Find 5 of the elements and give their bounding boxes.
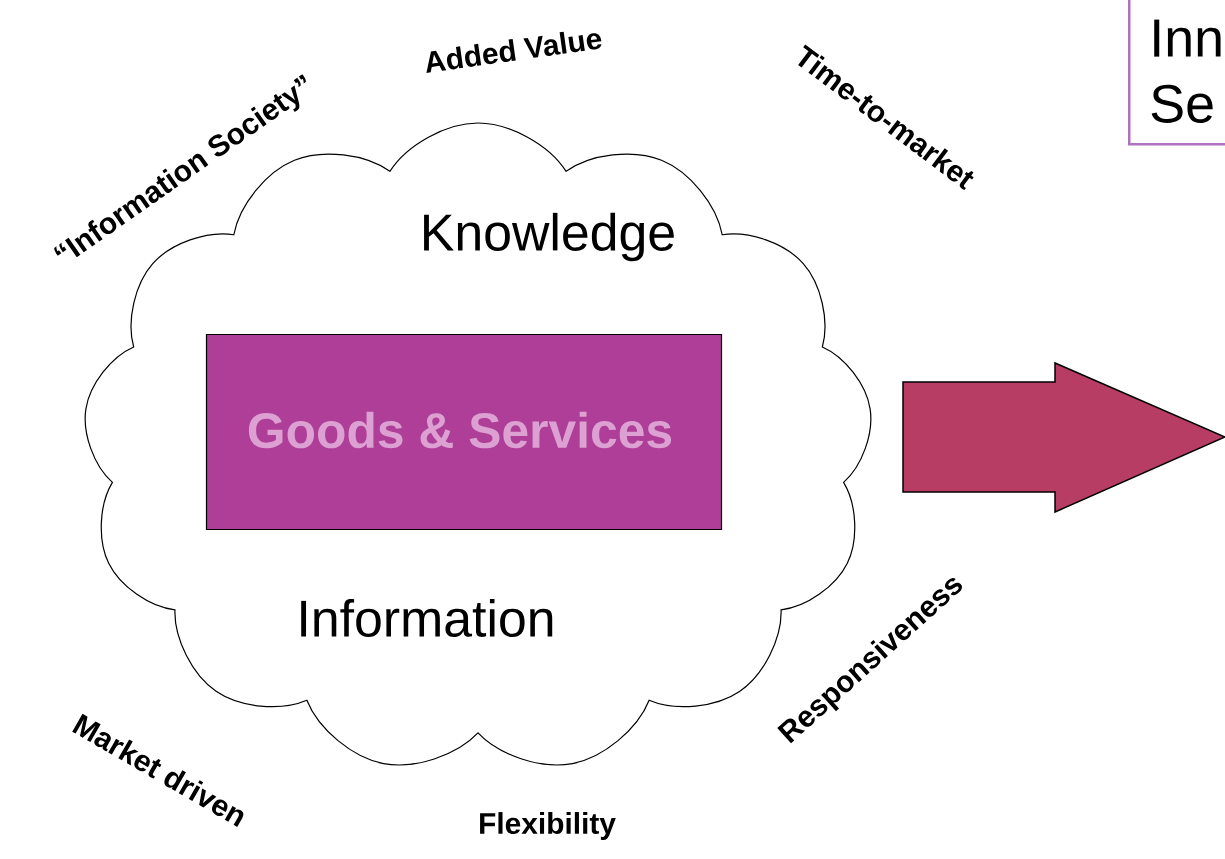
rotated-label: Added Value	[426, 31, 602, 73]
rotated-label: Flexibility	[480, 812, 616, 840]
process-box: Goods & Services	[205, 333, 723, 531]
block-arrow	[902, 361, 1225, 514]
text-box: Inn Se	[1128, 0, 1225, 146]
